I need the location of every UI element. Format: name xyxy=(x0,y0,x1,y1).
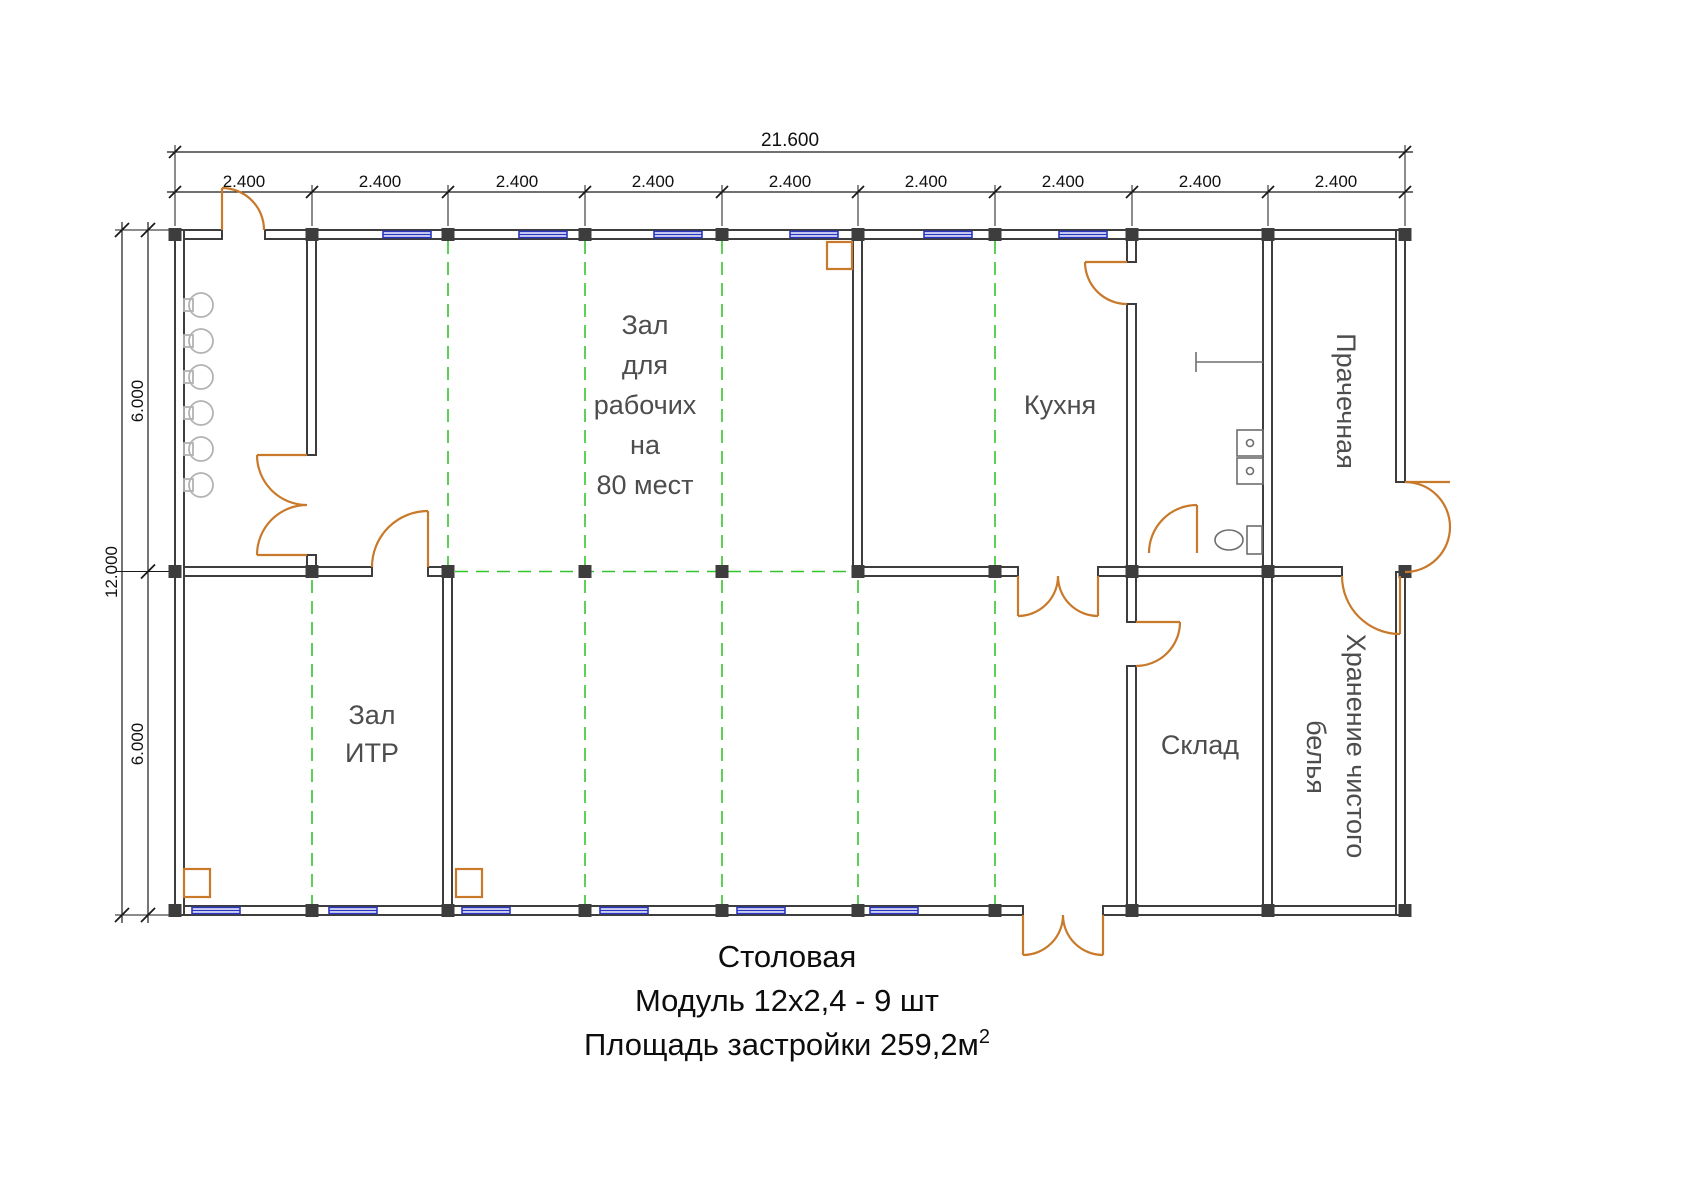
wall-warehouse-a xyxy=(1126,575,1137,623)
wash-basin-icon xyxy=(188,328,214,354)
room-label-workers-hall-line4: на xyxy=(630,430,661,460)
dim-module-label-5: 2.400 xyxy=(769,172,812,191)
title-line2: Модуль 12х2,4 - 9 шт xyxy=(635,983,939,1018)
title-line3-superscript: 2 xyxy=(979,1026,990,1048)
dim-module-label-4: 2.400 xyxy=(632,172,675,191)
window-icon xyxy=(653,230,703,239)
room-label-itr-line1: Зал xyxy=(348,700,395,730)
windows xyxy=(191,230,1108,915)
dim-half-height-label-top: 6.000 xyxy=(128,380,147,423)
wall-middle-d xyxy=(1097,566,1269,577)
window-icon xyxy=(1058,230,1108,239)
door-kitchen-icon xyxy=(1083,260,1128,306)
dim-total-width-label: 21.600 xyxy=(761,130,819,151)
room-label-laundry: Прачечная xyxy=(1331,333,1361,469)
sink-icon xyxy=(1236,429,1264,457)
doors xyxy=(220,186,1452,957)
dimensions-left: 12.000 6.000 6.000 xyxy=(102,222,172,923)
wash-basin-icon xyxy=(188,472,214,498)
window-icon xyxy=(599,906,649,915)
wall-warehouse-b xyxy=(1126,665,1137,916)
wall-middle-a xyxy=(174,566,373,577)
dim-ticks-modules xyxy=(168,185,1412,199)
wall-kitchen-wc-b xyxy=(1126,303,1137,577)
door-right-exterior-icon xyxy=(1404,480,1452,574)
wall-itr xyxy=(442,575,453,916)
room-label-warehouse: Склад xyxy=(1161,730,1239,760)
window-icon xyxy=(328,906,378,915)
window-icon xyxy=(923,230,973,239)
wash-basins xyxy=(183,292,214,498)
dim-module-label-3: 2.400 xyxy=(496,172,539,191)
sink-icon xyxy=(1236,457,1264,485)
window-icon xyxy=(518,230,568,239)
heater-unit-icon xyxy=(182,867,212,899)
door-toilet-icon xyxy=(1147,503,1199,554)
window-icon xyxy=(191,906,241,915)
title-block: Столовая Модуль 12х2,4 - 9 шт Площадь за… xyxy=(584,939,990,1062)
room-labels: Зал для рабочих на 80 мест Кухня Прачечн… xyxy=(345,310,1371,858)
wall-right-top xyxy=(1395,229,1406,483)
title-line3-main: Площадь застройки 259,2м xyxy=(584,1027,979,1062)
window-icon xyxy=(382,230,432,239)
counter-line xyxy=(1195,352,1263,372)
door-itr-hall-icon xyxy=(370,509,430,568)
walls xyxy=(174,229,1406,916)
room-label-linen-line2: белья xyxy=(1301,720,1331,794)
dim-module-label-8: 2.400 xyxy=(1179,172,1222,191)
wall-bottom-right xyxy=(1102,905,1406,916)
room-label-workers-hall-line2: для xyxy=(622,350,668,380)
dim-ticks-total-width xyxy=(168,145,1412,159)
wall-vestibule-top xyxy=(306,229,317,456)
fixtures xyxy=(182,240,1264,899)
dim-total-height-label: 12.000 xyxy=(102,546,121,598)
dim-extensions-modules xyxy=(311,185,1269,226)
dim-module-label-2: 2.400 xyxy=(359,172,402,191)
wash-basin-icon xyxy=(188,292,214,318)
dimensions-top: 21.600 2.400 2.400 2.400 2.400 2.400 2.4… xyxy=(167,130,1413,226)
dim-extensions-left xyxy=(115,229,172,916)
room-label-kitchen: Кухня xyxy=(1024,390,1096,420)
wall-middle-e xyxy=(1267,566,1343,577)
door-entry-top-icon xyxy=(220,186,266,231)
window-icon xyxy=(869,906,919,915)
door-entrance-bottom-double-icon xyxy=(1021,914,1105,957)
heater-unit-icon xyxy=(825,240,854,271)
wall-hall-kitchen xyxy=(852,229,863,568)
wash-basin-icon xyxy=(188,436,214,462)
dim-ticks-half-heights xyxy=(140,222,156,923)
room-label-workers-hall-line1: Зал xyxy=(621,310,668,340)
wash-basin-icon xyxy=(188,364,214,390)
wash-basin-icon xyxy=(188,400,214,426)
door-vestibule-double-icon xyxy=(255,453,308,557)
toilet-icon xyxy=(1214,525,1263,555)
dim-module-label-1: 2.400 xyxy=(223,172,266,191)
title-line1: Столовая xyxy=(718,939,857,974)
room-label-workers-hall-line5: 80 мест xyxy=(597,470,694,500)
door-warehouse-icon xyxy=(1135,620,1182,668)
module-axes xyxy=(311,241,996,904)
door-middle-double-icon xyxy=(1016,575,1100,618)
dim-half-height-label-bottom: 6.000 xyxy=(128,723,147,766)
window-icon xyxy=(789,230,839,239)
dim-module-label-6: 2.400 xyxy=(905,172,948,191)
dim-ticks-total-height xyxy=(114,222,130,923)
window-icon xyxy=(736,906,786,915)
heater-unit-icon xyxy=(454,867,484,899)
door-linen-storage-icon xyxy=(1340,575,1402,636)
window-icon xyxy=(461,906,511,915)
room-label-workers-hall-line3: рабочих xyxy=(594,390,697,420)
room-label-itr-line2: ИТР xyxy=(345,738,399,768)
dim-module-label-9: 2.400 xyxy=(1315,172,1358,191)
title-line3: Площадь застройки 259,2м2 xyxy=(584,1026,990,1062)
dim-module-label-7: 2.400 xyxy=(1042,172,1085,191)
room-label-linen-line1: Хранение чистого xyxy=(1341,634,1371,858)
dim-extensions-corners xyxy=(174,145,1406,226)
